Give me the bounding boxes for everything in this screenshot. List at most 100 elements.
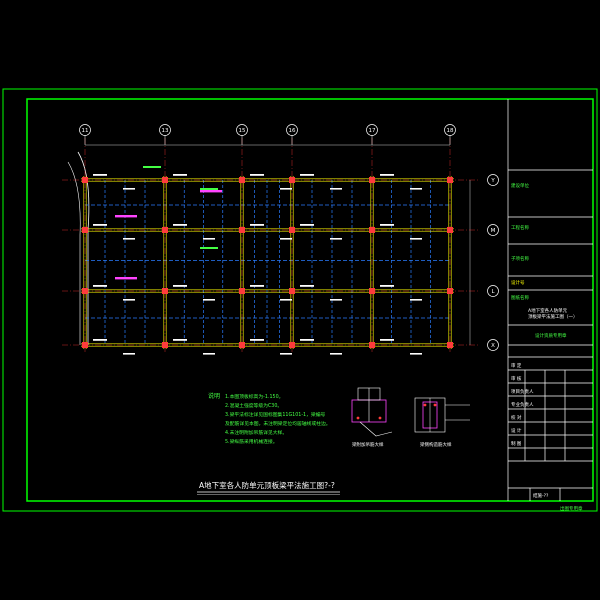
columns [82,177,453,348]
axis-label: 11 [82,128,89,134]
column [289,227,295,233]
column [369,227,375,233]
detail-1-label: 梁附加吊筋大样 [352,441,384,448]
tb-check: 校 对 [511,414,522,421]
beam-label-mark [203,238,215,240]
column [239,177,245,183]
column [369,177,375,183]
beam-label-mark [380,285,394,287]
title-block-text: 建设单位 工程名称 子项名称 设计号 图纸名称 A地下室各人防单元 顶板梁平法施… [511,182,583,512]
main-beams [81,176,454,349]
column [369,342,375,348]
note-line: 3.梁平法标注详见国标图集11G101-1，梁编号 [225,411,325,418]
axis-label: Y [490,178,495,184]
tb-drawing-name-1: A地下室各人防单元 [528,307,568,314]
beam-label-mark [280,238,292,240]
beam-label-highlight [200,190,222,193]
drawing-title: A地下室各人防单元顶板梁平法施工图?-? [199,480,335,490]
beam-label-mark [300,285,314,287]
tb-draft: 制 图 [511,440,522,447]
note-line: 1.本图顶板标高为-1.150。 [225,393,283,400]
beam-label-mark [93,224,107,226]
column [289,177,295,183]
axis-bubble [159,124,171,136]
axis-bubble [487,174,499,186]
note-line: 及配筋详见本图，未注明梁定位均居轴线或柱边。 [225,420,331,427]
tb-project: 工程名称 [511,224,529,231]
beam-label-mark [203,353,215,355]
detail-1: 梁附加吊筋大样 [351,387,393,448]
beam-label-mark [410,299,422,301]
column [82,177,88,183]
detail-2-label: 梁侧构造筋大样 [420,441,452,448]
column [289,342,295,348]
axis-label: 17 [369,128,376,134]
tb-design: 设 计 [511,427,522,434]
note-line: 2.混凝土强度等级为C30。 [225,402,282,409]
beam-label-mark [123,188,135,190]
tb-drawing-name-2: 顶板梁平法施工图（一） [528,313,578,320]
tb-job-no: 设计号 [511,279,525,286]
axis-label: L [491,289,495,295]
notes: 说明 1.本图顶板标高为-1.150。 2.混凝土强度等级为C30。 3.梁平法… [208,392,331,445]
beam-label-mark [380,339,394,341]
tb-approve: 审 定 [511,362,522,369]
axis-bubbles-right: Y M L X [487,174,499,351]
axis-bubble [236,124,248,136]
beam-label-mark [123,238,135,240]
inner-border [26,98,594,502]
beam-label-mark [250,224,264,226]
beam-label-mark [123,353,135,355]
column [82,288,88,294]
beam-label-mark [203,299,215,301]
beam-label-green [200,188,218,190]
beam-label-mark [300,339,314,341]
tb-stamp: 设计资质专用章 [535,332,567,339]
beam-label-mark [410,238,422,240]
column [162,342,168,348]
outer-border [2,88,598,512]
note-line: 4.未注明附加吊筋详见大样。 [225,429,287,436]
axis-bubble [286,124,298,136]
axis-bubble [487,339,499,351]
beam-label-mark [173,285,187,287]
beam-label-mark [173,174,187,176]
beam-label-green [143,166,161,168]
beam-label-mark [330,238,342,240]
axis-bubble [487,285,499,297]
axis-label: X [491,343,495,349]
beam-label-mark [410,353,422,355]
beam-label-green [200,247,218,249]
column [289,288,295,294]
axis-bubble [487,224,499,236]
tb-owner: 建设单位 [511,182,529,189]
beam-label-mark [330,299,342,301]
curved-wall-inner [67,161,81,345]
tb-pm: 项目负责人 [511,388,534,395]
beam-label-mark [300,224,314,226]
beam-label-mark [250,339,264,341]
axis-label: 18 [447,128,454,134]
beam-label-mark [280,299,292,301]
column [447,288,453,294]
beam-label-mark [330,188,342,190]
column [82,227,88,233]
tb-sheet-no: 结施-?? [533,492,549,499]
beam-label-highlight [115,215,137,218]
column [162,288,168,294]
beam-label-highlight [115,277,137,280]
notes-heading: 说明 [208,392,220,400]
beam-label-mark [300,174,314,176]
column [162,227,168,233]
column [82,342,88,348]
axis-label: 15 [239,128,246,134]
beam-label-mark [250,285,264,287]
beam-label-mark [123,299,135,301]
tb-subitem: 子项名称 [511,255,529,262]
beam-label-mark [173,339,187,341]
axis-label: 16 [289,128,296,134]
beam-label-mark [250,174,264,176]
axis-label: M [491,228,496,234]
